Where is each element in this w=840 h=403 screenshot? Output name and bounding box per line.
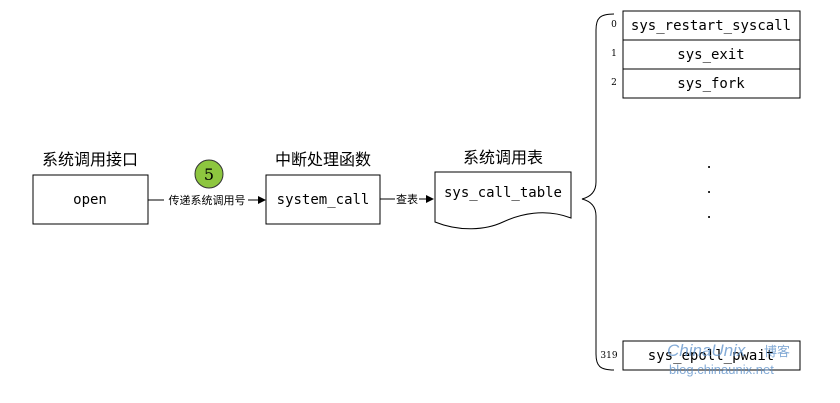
- syscall-number: 5: [204, 165, 214, 184]
- lookup-arrow-label: 查表: [396, 192, 418, 206]
- table-brace: [581, 13, 615, 371]
- open-title: 系统调用接口: [42, 150, 138, 169]
- watermark-suffix: 博客: [764, 344, 790, 360]
- open-label: open: [73, 192, 107, 208]
- ellipsis-dot: .: [706, 178, 711, 197]
- system-call-label: system_call: [277, 192, 370, 208]
- open-box: [32, 174, 149, 225]
- table-row-index: 0: [611, 20, 617, 30]
- watermark: ChinaUnix 博客 blog.chinaunix.net: [667, 341, 790, 377]
- table-title: 系统调用表: [463, 148, 543, 167]
- table-row-name: sys_epoll_pwait: [648, 348, 774, 364]
- table-row: [622, 10, 801, 41]
- table-row-name: sys_restart_syscall: [631, 18, 791, 34]
- interrupt-title: 中断处理函数: [275, 150, 371, 169]
- system-call-box: [265, 174, 381, 225]
- table-row: [622, 340, 801, 371]
- ellipsis-dot: .: [706, 153, 711, 172]
- table-row-name: sys_fork: [677, 76, 745, 92]
- syscall-table-entries: 0 sys_restart_syscall 1 sys_exit 2 sys_f…: [600, 10, 801, 371]
- watermark-url: blog.chinaunix.net: [669, 362, 774, 377]
- sys-call-table-label: sys_call_table: [444, 185, 562, 201]
- table-row-index: 2: [611, 78, 617, 88]
- ellipsis-dot: .: [706, 203, 711, 222]
- watermark-brand: ChinaUnix: [667, 341, 746, 360]
- sys-call-table-document: [434, 171, 572, 230]
- syscall-number-badge: [194, 159, 224, 189]
- table-row: [622, 39, 801, 70]
- pass-arrow-label: 传递系统调用号: [169, 193, 246, 207]
- table-row-name: sys_exit: [677, 47, 744, 63]
- table-row-index: 1: [611, 49, 617, 59]
- table-row: [622, 68, 801, 99]
- table-row-index: 319: [600, 351, 617, 361]
